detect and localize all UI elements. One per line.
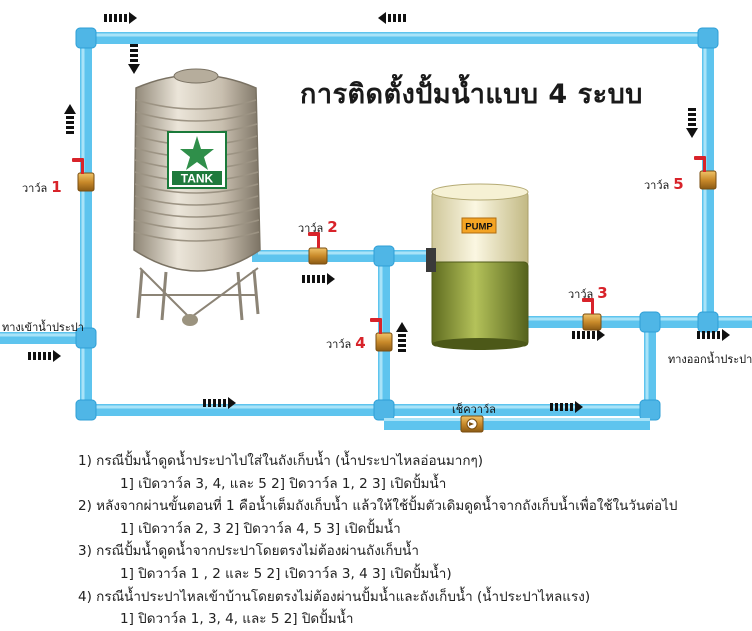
water-tank: TANK [133, 68, 261, 326]
instructions: 1) กรณีปั้มน้ำดูดน้ำประปาไปใส่ในถังเก็บน… [78, 450, 748, 631]
arrow-right-icon [302, 273, 335, 285]
step-3-actions: 1] ปิดวาว์ล 1 , 2 และ 5 2] เปิดวาว์ล 3, … [120, 565, 452, 582]
arrow-right-icon [104, 12, 137, 24]
star-icon [180, 136, 214, 170]
water-pump: PUMP [426, 183, 529, 350]
arrow-up-icon [64, 104, 76, 134]
step-2-heading: 2) หลังจากผ่านขั้นตอนที่ 1 คือน้ำเต็มถัง… [78, 498, 678, 515]
valve-1 [72, 158, 95, 192]
arrow-down-icon [686, 108, 698, 138]
tank-stand [136, 267, 260, 321]
valve-4 [370, 318, 393, 352]
check-valve-label: เช็ควาว์ล [452, 403, 496, 416]
arrow-right-icon [697, 329, 730, 341]
plumbing-diagram: TANK PUMP [0, 12, 752, 433]
outlet-label: ทางออกน้ำประปา [668, 353, 752, 366]
step-3-heading: 3) กรณีปั้มน้ำดูดน้ำจากประปาโดยตรงไม่ต้อ… [78, 543, 419, 560]
valve-5 [694, 156, 717, 190]
step-4-heading: 4) กรณีน้ำประปาไหลเข้าบ้านโดยตรงไม่ต้องผ… [78, 588, 591, 605]
tank-outlet [182, 314, 198, 326]
step-1-actions: 1] เปิดวาว์ล 3, 4, และ 5 2] ปิดวาว์ล 1, … [120, 475, 447, 492]
pump-bottom [431, 261, 529, 347]
pipe-fittings [75, 27, 719, 421]
page-title: การติดตั้งปั้มน้ำแบบ 4 ระบบ [300, 79, 643, 110]
valve-3 [582, 298, 602, 331]
arrow-right-icon [28, 350, 61, 362]
step-2-actions: 1] เปิดวาว์ล 2, 3 2] ปิดวาว์ล 4, 5 3] เป… [120, 520, 401, 537]
step-4-actions: 1] ปิดวาว์ล 1, 3, 4, และ 5 2] ปิดปั้มน้ำ [120, 611, 354, 628]
arrow-right-icon [203, 397, 236, 409]
arrow-up-icon [396, 322, 408, 352]
tank-label: TANK [181, 172, 214, 186]
inlet-label: ทางเข้าน้ำประปา [2, 321, 84, 334]
arrow-right-icon [572, 329, 605, 341]
arrow-left-icon [378, 12, 406, 24]
arrow-down-icon [128, 44, 140, 74]
pump-label-box [461, 217, 497, 234]
arrow-right-icon [550, 401, 583, 413]
valve-2 [308, 232, 328, 265]
flow-arrows [28, 12, 730, 413]
step-1-heading: 1) กรณีปั้มน้ำดูดน้ำประปาไปใส่ในถังเก็บน… [78, 453, 484, 469]
pump-label: PUMP [465, 222, 493, 233]
tank-lid [173, 68, 219, 84]
